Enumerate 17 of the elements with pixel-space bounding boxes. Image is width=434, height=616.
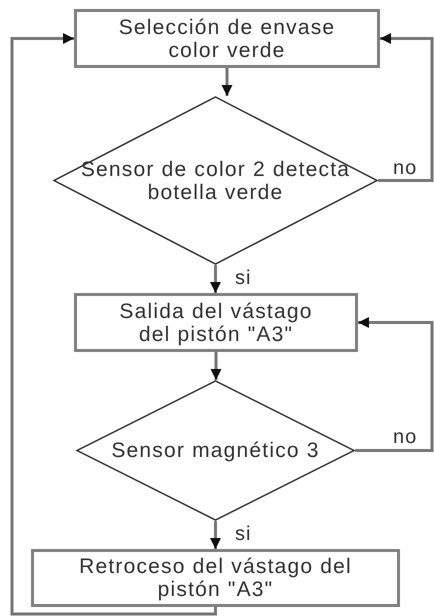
- decision-diamond: [76, 380, 355, 521]
- arrow: [210, 521, 221, 549]
- arrow: [378, 33, 434, 182]
- node-text: Sensor magnético 3: [110, 439, 321, 462]
- process-box: [74, 9, 380, 68]
- process-box: [31, 549, 400, 607]
- node-text: Selección de envase color verde: [118, 16, 336, 62]
- arrow: [210, 265, 221, 293]
- process-box: [74, 293, 358, 352]
- arrow: [355, 317, 434, 452]
- node-text: Sensor de color 2 detecta botella verde: [80, 158, 350, 204]
- arrow: [222, 68, 232, 96]
- arrow: [210, 352, 222, 380]
- node-text: Retroceso del vástago del pistón "A3": [78, 555, 353, 601]
- node-text: Salida del vástago del pistón "A3": [118, 300, 314, 346]
- arrow: [10, 33, 217, 616]
- decision-diamond: [53, 96, 378, 265]
